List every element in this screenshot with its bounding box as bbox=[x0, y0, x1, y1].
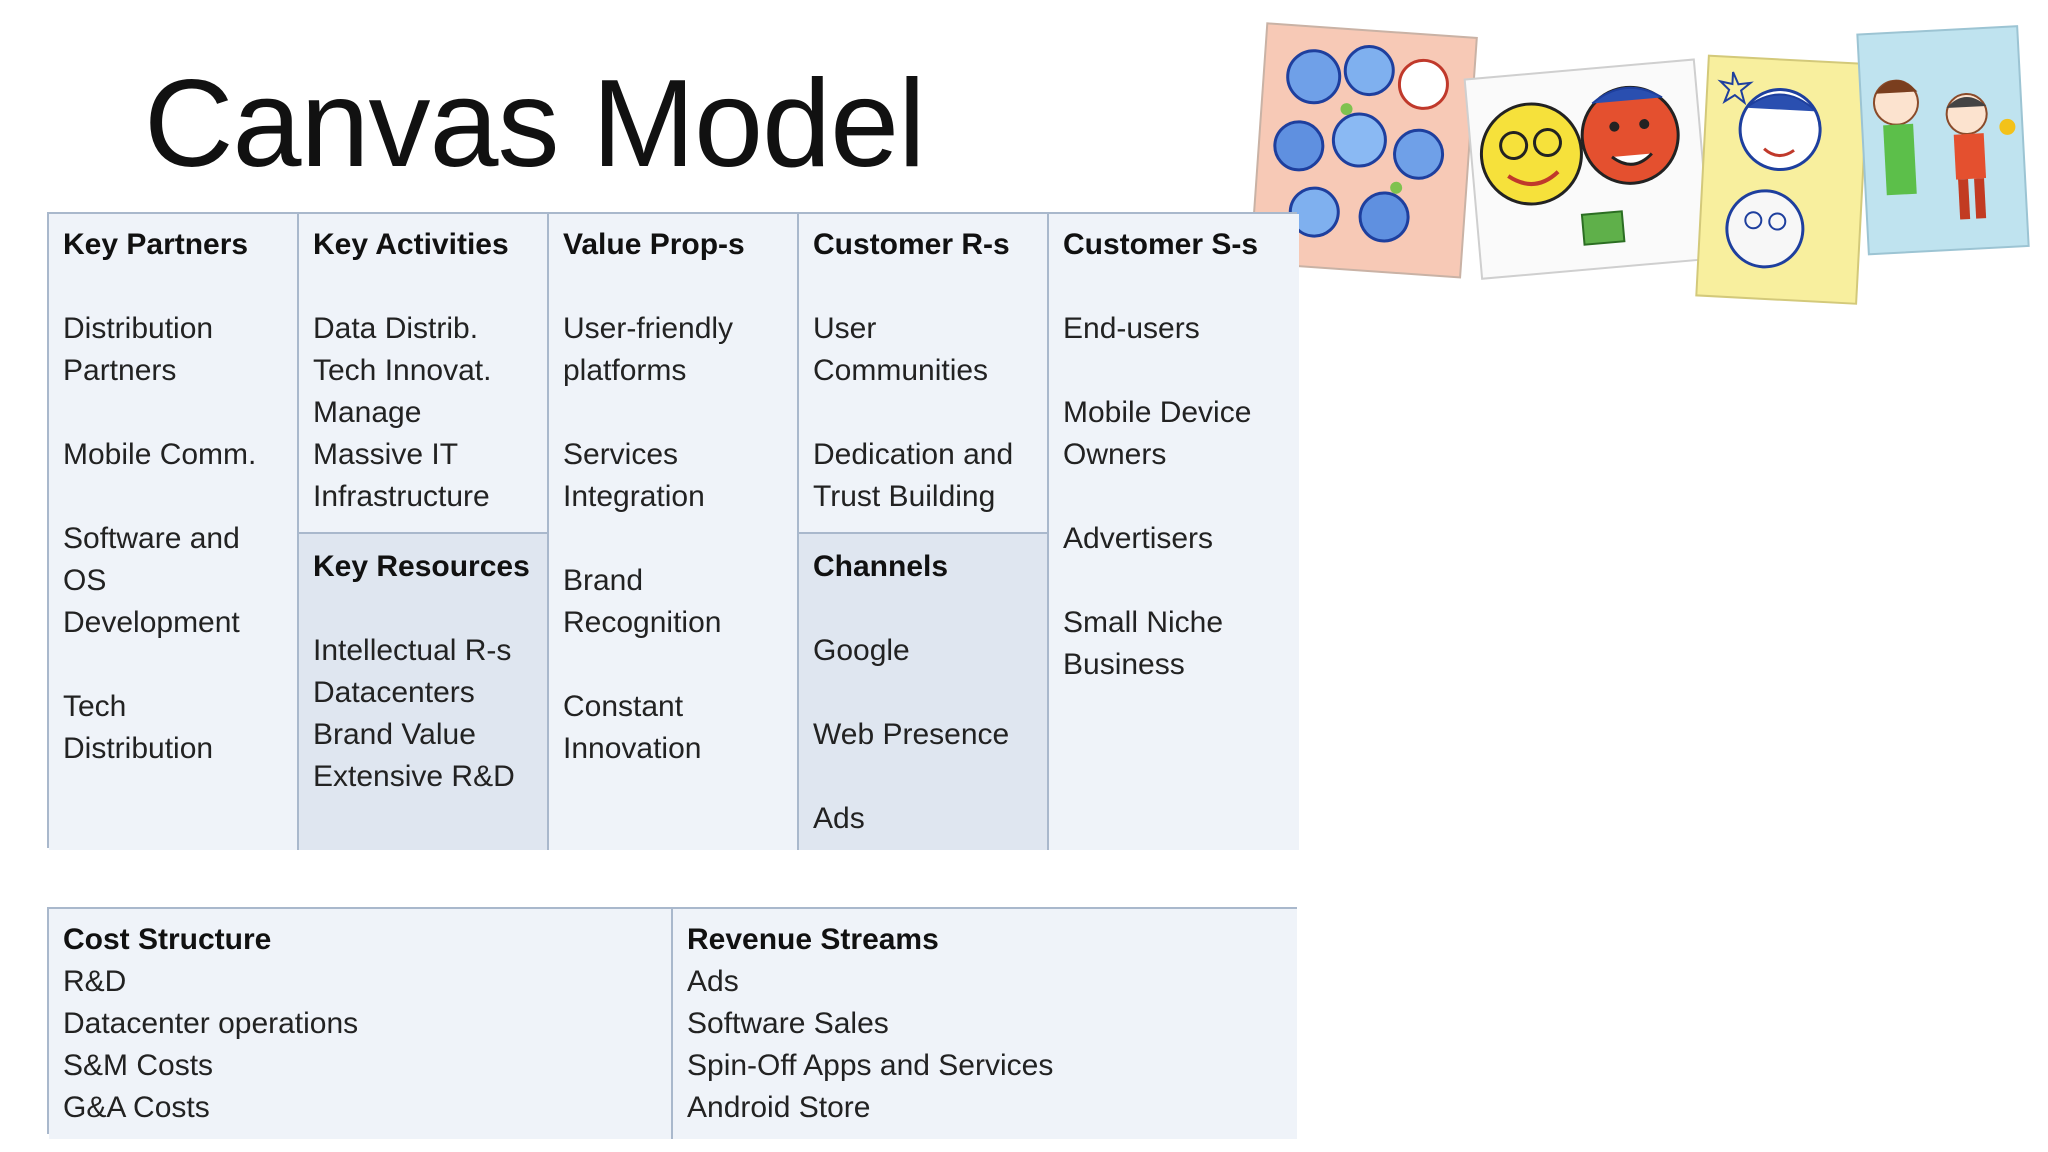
customer-segment-item: Small Niche Business bbox=[1063, 606, 1224, 681]
cost-structure-heading: Cost Structure bbox=[63, 923, 272, 956]
slide-title: Canvas Model bbox=[144, 55, 926, 193]
revenue-line: Ads bbox=[687, 965, 739, 998]
customer-segment-item: Mobile Device Owners bbox=[1063, 396, 1252, 471]
customer-segments-cell: Customer S-s End-users Mobile Device Own… bbox=[1049, 214, 1299, 850]
customer-segment-item: End-users bbox=[1063, 312, 1200, 345]
cost-structure-cell: Cost Structure R&D Datacenter operations… bbox=[49, 909, 673, 1139]
revenue-line: Software Sales bbox=[687, 1007, 889, 1040]
key-activity-line: Tech Innovat. bbox=[313, 354, 492, 387]
channels-heading: Channels bbox=[813, 550, 949, 583]
cost-line: G&A Costs bbox=[63, 1091, 210, 1124]
revenue-line: Spin-Off Apps and Services bbox=[687, 1049, 1054, 1082]
revenue-streams-cell: Revenue Streams Ads Software Sales Spin-… bbox=[673, 909, 1297, 1139]
revenue-streams-heading: Revenue Streams bbox=[687, 923, 939, 956]
key-resource-line: Extensive R&D bbox=[313, 760, 515, 793]
channels-cell: Channels Google Web Presence Ads bbox=[799, 534, 1049, 850]
key-activity-line: Infrastructure bbox=[313, 480, 490, 513]
customer-segments-heading: Customer S-s bbox=[1063, 228, 1259, 261]
cost-line: S&M Costs bbox=[63, 1049, 214, 1082]
value-proposition-item: Constant Innovation bbox=[563, 690, 702, 765]
key-activity-line: Massive IT bbox=[313, 438, 459, 471]
key-activity-line: Manage bbox=[313, 396, 422, 429]
customer-relationship-item: Dedication and Trust Building bbox=[813, 438, 1014, 513]
channel-item: Google bbox=[813, 634, 910, 667]
value-propositions-cell: Value Prop-s User-friendly platforms Ser… bbox=[549, 214, 799, 850]
key-resource-line: Brand Value bbox=[313, 718, 476, 751]
key-resource-line: Intellectual R-s bbox=[313, 634, 512, 667]
value-propositions-heading: Value Prop-s bbox=[563, 228, 745, 261]
value-proposition-item: User-friendly platforms bbox=[563, 312, 734, 387]
customer-relationships-cell: Customer R-s User Communities Dedication… bbox=[799, 214, 1049, 534]
key-activities-cell: Key Activities Data Distrib. Tech Innova… bbox=[299, 214, 549, 534]
value-proposition-item: Brand Recognition bbox=[563, 564, 722, 639]
customer-segment-item: Advertisers bbox=[1063, 522, 1214, 555]
key-resources-cell: Key Resources Intellectual R-s Datacente… bbox=[299, 534, 549, 850]
value-proposition-item: Services Integration bbox=[563, 438, 705, 513]
cost-line: R&D bbox=[63, 965, 127, 998]
key-partner-item: Tech Distribution bbox=[63, 690, 214, 765]
key-partner-item: Software and OS Development bbox=[63, 522, 240, 639]
cost-line: Datacenter operations bbox=[63, 1007, 359, 1040]
key-partner-item: Distribution Partners bbox=[63, 312, 214, 387]
key-activity-line: Data Distrib. bbox=[313, 312, 479, 345]
customer-relationships-heading: Customer R-s bbox=[813, 228, 1010, 261]
revenue-line: Android Store bbox=[687, 1091, 871, 1124]
customer-relationship-item: User Communities bbox=[813, 312, 989, 387]
business-model-canvas: Key Partners Distribution Partners Mobil… bbox=[47, 212, 1299, 850]
cost-revenue-section: Cost Structure R&D Datacenter operations… bbox=[47, 907, 1297, 1139]
children-doodle-illustration bbox=[1249, 22, 2030, 305]
key-partners-heading: Key Partners bbox=[63, 228, 249, 261]
key-partners-cell: Key Partners Distribution Partners Mobil… bbox=[49, 214, 299, 850]
key-resource-line: Datacenters bbox=[313, 676, 475, 709]
channel-item: Ads bbox=[813, 802, 865, 835]
key-partner-item: Mobile Comm. bbox=[63, 438, 257, 471]
key-resources-heading: Key Resources bbox=[313, 550, 530, 583]
key-activities-heading: Key Activities bbox=[313, 228, 509, 261]
channel-item: Web Presence bbox=[813, 718, 1010, 751]
